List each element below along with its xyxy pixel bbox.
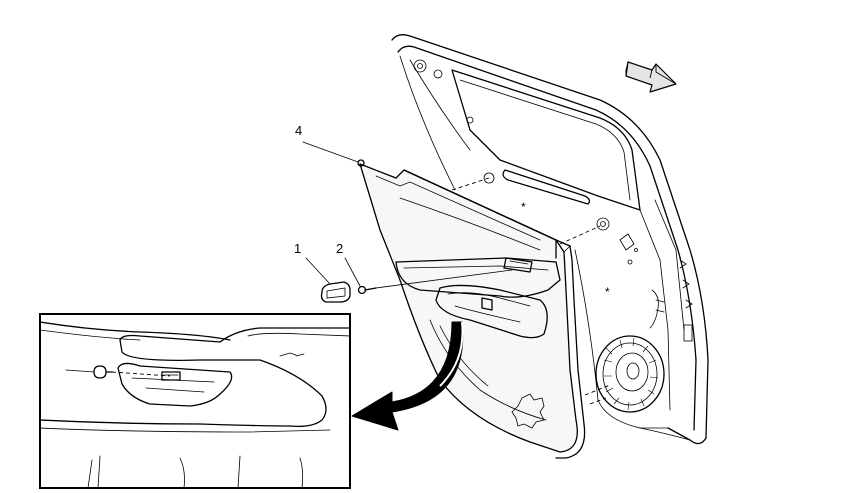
speaker: [595, 335, 665, 413]
door-frame: * *: [391, 34, 709, 445]
leader-lines: [302, 141, 361, 287]
detail-inset: [39, 313, 351, 489]
alignment-lines: [451, 177, 611, 405]
screw-part: [357, 269, 513, 295]
callout-4: 4: [295, 123, 302, 138]
curved-detail-arrow-icon: [351, 321, 464, 431]
callout-1: 1: [294, 241, 301, 256]
callout-2: 2: [336, 241, 343, 256]
bezel-cap-part: [320, 281, 351, 303]
vehicle-front-direction-arrow-icon: [625, 61, 677, 93]
svg-text:*: *: [605, 285, 610, 299]
door-trim-panel: [357, 159, 586, 459]
svg-text:*: *: [521, 200, 526, 214]
